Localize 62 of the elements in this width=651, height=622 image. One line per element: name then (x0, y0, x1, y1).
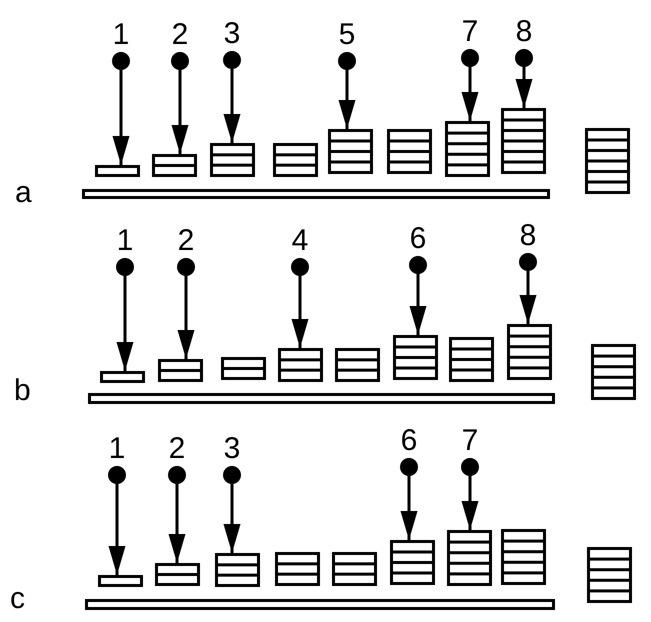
layer-stack (332, 552, 377, 586)
arrow (461, 49, 479, 121)
layer-stack (393, 335, 438, 380)
layer-stack (335, 348, 380, 382)
panel-label: c (10, 582, 25, 616)
layer-stack (501, 108, 546, 174)
layer-stack (100, 371, 145, 383)
layer-stack (158, 359, 203, 382)
arrow (519, 253, 537, 324)
layer-stack (210, 143, 255, 177)
arrow (223, 51, 241, 143)
layer-stack (449, 337, 494, 382)
layer-stack (501, 529, 546, 585)
callout-number: 1 (108, 432, 126, 466)
arrow (168, 466, 186, 563)
callout-number: 7 (462, 424, 478, 458)
layer-stack (447, 530, 492, 586)
arrow (177, 258, 195, 359)
layer-stack (155, 563, 200, 586)
layer-stack (215, 553, 260, 587)
layer-stack (98, 575, 143, 587)
callout-number: 4 (292, 224, 308, 258)
arrow (338, 52, 356, 129)
layer-stack (328, 129, 373, 174)
arrow (171, 52, 189, 154)
layer-stack (95, 165, 140, 177)
callout-number: 2 (178, 224, 194, 258)
arrow (461, 458, 479, 530)
layer-stack (152, 154, 197, 177)
callout-number: 8 (520, 219, 536, 253)
callout-number: 7 (462, 15, 478, 49)
layer-stack (445, 121, 490, 177)
callout-number: 2 (172, 18, 188, 52)
panel-label: a (15, 176, 32, 210)
layer-stack (278, 348, 323, 382)
layer-stack (585, 128, 630, 194)
layer-stack (587, 547, 632, 603)
layer-stack (387, 129, 432, 174)
callout-number: 3 (224, 432, 240, 466)
layer-stack (507, 324, 552, 380)
layer-stack (275, 552, 320, 586)
callout-number: 1 (112, 18, 130, 52)
layer-stack (591, 344, 636, 400)
arrow (108, 466, 126, 575)
arrow (112, 52, 130, 165)
arrow (409, 256, 427, 335)
callout-number: 8 (516, 15, 532, 49)
callout-number: 6 (400, 424, 418, 458)
layer-stack (221, 357, 266, 380)
arrow (223, 466, 241, 553)
arrow (400, 458, 418, 540)
panel-label: b (14, 374, 31, 408)
callout-number: 6 (410, 222, 426, 256)
callout-number: 5 (338, 18, 356, 52)
layer-stack (390, 540, 435, 585)
callout-number: 3 (224, 17, 240, 51)
arrow (291, 258, 309, 348)
callout-number: 1 (116, 224, 134, 258)
callout-number: 2 (168, 432, 186, 466)
layer-stack (273, 143, 318, 177)
arrow (116, 258, 134, 371)
arrow (515, 49, 533, 108)
